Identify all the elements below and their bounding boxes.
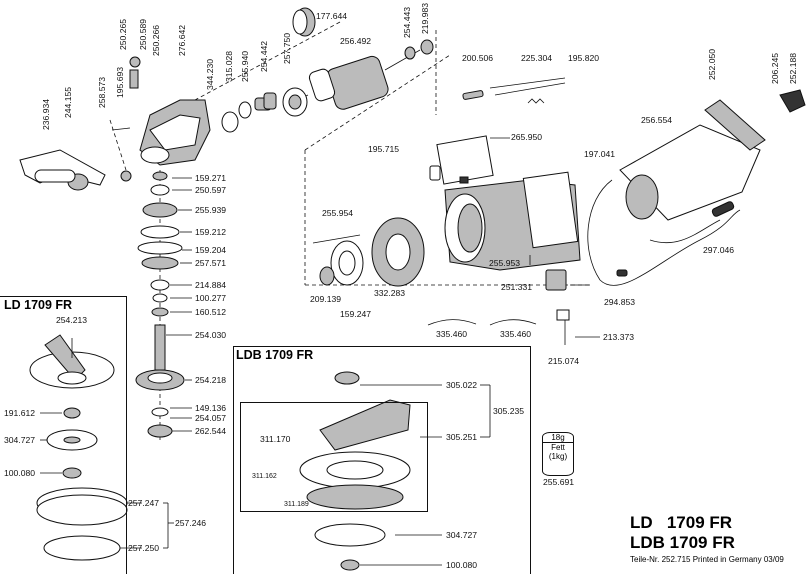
part-label: 159.247 [340, 309, 372, 319]
part-label: 252.050 [707, 48, 717, 80]
part-label: 256.554 [641, 115, 673, 125]
grease-size: (1kg) [548, 452, 568, 461]
part-label: 195.820 [568, 53, 600, 63]
part-label: 344.230 [205, 58, 215, 90]
part-label: 255.940 [240, 50, 250, 82]
grease-container: 18g Fett (1kg) [542, 432, 574, 476]
part-label: 100.080 [4, 468, 36, 478]
grease-amount: 18g [543, 433, 573, 443]
part-label: 311.170 [260, 434, 291, 444]
part-label: 305.022 [446, 380, 478, 390]
part-label: 265.950 [511, 132, 543, 142]
part-label: 297.046 [703, 245, 735, 255]
part-label: 258.573 [97, 76, 107, 108]
part-label: 254.442 [259, 40, 269, 72]
part-label: 254.213 [56, 315, 88, 325]
gear-housing-part [139, 99, 211, 166]
part-label: 254.218 [195, 375, 227, 385]
part-label: 100.080 [446, 560, 478, 570]
ldb-variant-box [233, 346, 531, 574]
part-label: 159.212 [195, 227, 227, 237]
part-label: 177.644 [316, 11, 348, 21]
part-label: 254.443 [402, 6, 412, 38]
part-label: 304.727 [4, 435, 36, 445]
part-label: 200.506 [462, 53, 494, 63]
part-label: 262.544 [195, 426, 227, 436]
part-label: 335.460 [500, 329, 532, 339]
part-label: 244.155 [63, 86, 73, 118]
part-label: 257.246 [175, 518, 207, 528]
grease-label: Fett [551, 443, 565, 452]
guard-part [29, 334, 115, 389]
part-label: 250.597 [195, 185, 227, 195]
part-label: 197.041 [584, 149, 616, 159]
part-label: 254.057 [195, 413, 227, 423]
part-label: 254.030 [195, 330, 227, 340]
part-label: 251.331 [501, 282, 533, 292]
part-label: 255.939 [195, 205, 227, 215]
part-label: 214.884 [195, 280, 227, 290]
part-label: 215.074 [548, 356, 580, 366]
part-label: 250.589 [138, 18, 148, 50]
ldb-suction-hood-parts [299, 371, 411, 571]
part-label: 236.934 [41, 98, 51, 130]
part-label: 195.693 [115, 66, 125, 98]
part-label: 225.304 [521, 53, 553, 63]
part-label: 255.691 [543, 477, 575, 487]
model-title-line2: LDB 1709 FR [630, 533, 735, 552]
spindle-stack-parts [135, 171, 185, 438]
model-title: LD 1709 FR LDB 1709 FR [630, 513, 735, 553]
part-label: 213.373 [603, 332, 635, 342]
part-label: 159.204 [195, 245, 227, 255]
part-label: 191.612 [4, 408, 36, 418]
part-label: 315.028 [224, 50, 234, 82]
part-label: 206.245 [770, 52, 780, 84]
part-label: 294.853 [604, 297, 636, 307]
gear-wheel-part [292, 7, 316, 37]
part-label: 305.235 [493, 406, 525, 416]
part-label: 160.512 [195, 307, 227, 317]
part-label: 250.266 [151, 24, 161, 56]
part-label: 209.139 [310, 294, 342, 304]
part-label: 304.727 [446, 530, 478, 540]
ld-variant-label: LD 1709 FR [4, 298, 73, 312]
part-label: 100.277 [195, 293, 227, 303]
part-label: 257.571 [195, 258, 227, 268]
part-label: 159.271 [195, 173, 227, 183]
part-label: 256.492 [340, 36, 372, 46]
model-title-line1: LD 1709 FR [630, 513, 733, 532]
part-label: 311.189 [284, 501, 309, 508]
part-label: 255.953 [489, 258, 521, 268]
rear-handle-part [704, 89, 806, 151]
part-label: 311.162 [252, 473, 277, 480]
side-handle-part [19, 149, 106, 191]
part-label: 257.250 [128, 543, 160, 553]
part-list-footnote: Teile-Nr. 252.715 Printed in Germany 03/… [630, 555, 784, 564]
part-label: 219.983 [420, 2, 430, 34]
leader-lines [40, 137, 600, 566]
part-label: 255.954 [322, 208, 354, 218]
stator-part [371, 217, 425, 287]
part-label: 195.715 [368, 144, 400, 154]
ldb-variant-label: LDB 1709 FR [236, 348, 314, 362]
part-label: 257.750 [282, 32, 292, 64]
ldb-inner-box [240, 402, 428, 512]
part-label: 335.460 [436, 329, 468, 339]
armature-part [289, 49, 421, 110]
part-label: 149.136 [195, 403, 227, 413]
motor-cover-part [619, 124, 761, 221]
part-label: 305.251 [446, 432, 478, 442]
part-label: 332.283 [374, 288, 406, 298]
part-label: 257.247 [128, 498, 160, 508]
part-label: 276.642 [177, 24, 187, 56]
ld-variant-box [0, 296, 127, 574]
part-label: 250.265 [118, 18, 128, 50]
part-label: 252.188 [788, 52, 798, 84]
